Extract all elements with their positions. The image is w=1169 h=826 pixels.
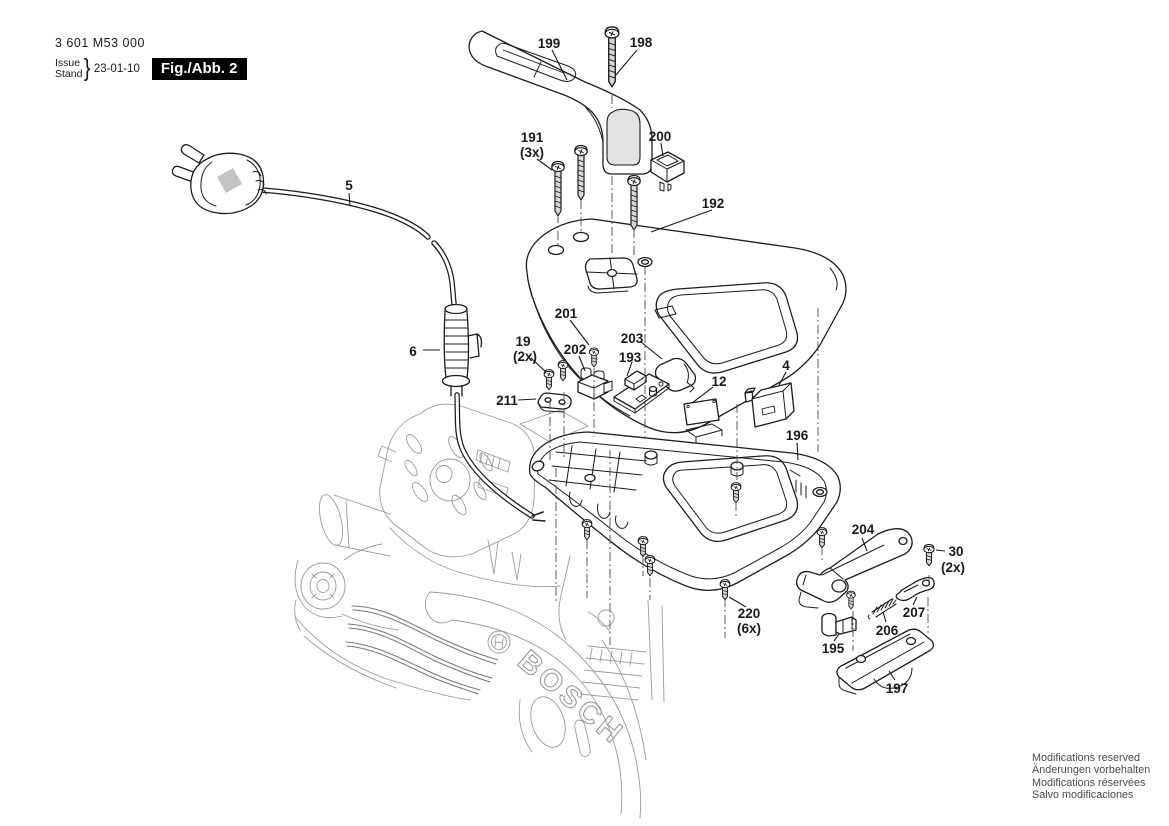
- part-label-204: 204: [852, 522, 875, 537]
- type-number: 3 601 M53 000: [55, 36, 145, 50]
- cord-grip: [441, 303, 546, 522]
- power-cord: [171, 144, 457, 307]
- issue-date: 23-01-10: [93, 62, 140, 75]
- part-label-195: 195: [822, 641, 845, 656]
- notice-line-de: Änderungen vorbehalten: [1032, 764, 1151, 777]
- part-label-191: 191: [521, 130, 544, 145]
- notice-line-en: Modifications reserved: [1032, 752, 1141, 764]
- screw-30: [923, 543, 935, 567]
- leader-lines: [348, 49, 946, 681]
- figure-badge: Fig./Abb. 2: [151, 57, 247, 80]
- top-cover: [525, 218, 847, 434]
- part-label-12: 12: [711, 374, 726, 389]
- catch-195: [821, 590, 857, 637]
- spring-206: [867, 598, 897, 620]
- part-label-200: 200: [649, 129, 672, 144]
- latch-lever-207: [895, 576, 935, 602]
- bosch-logo: BOSCH: [512, 644, 632, 752]
- part-label-198: 198: [630, 35, 653, 50]
- part-qty-191: (3x): [520, 145, 544, 160]
- part-label-6: 6: [409, 344, 417, 359]
- notice-line-fr: Modifications réservées: [1032, 776, 1146, 789]
- part-labels: 5 6 199 198 191 (3x) 200 192 201 19 (2x)…: [345, 35, 965, 696]
- screw-198: [604, 26, 620, 88]
- part-label-220: 220: [738, 606, 761, 621]
- part-label-5: 5: [345, 178, 353, 193]
- part-label-197: 197: [886, 681, 909, 696]
- notice-line-es: Salvo modificaciones: [1032, 789, 1134, 802]
- title-block: 3 601 M53 000 Issue Stand } 23-01-10 Fig…: [55, 36, 247, 83]
- part-label-196: 196: [786, 428, 809, 443]
- part-label-30: 30: [948, 544, 963, 559]
- stand-label: Stand: [55, 67, 83, 80]
- part-label-19: 19: [515, 334, 530, 349]
- part-qty-19: (2x): [513, 349, 537, 364]
- part-label-193: 193: [619, 350, 642, 365]
- part-label-202: 202: [564, 342, 587, 357]
- part-label-211: 211: [496, 393, 518, 408]
- lever-204: [795, 528, 913, 609]
- pcb-193: [613, 370, 670, 414]
- part-label-207: 207: [903, 605, 926, 620]
- part-label-199: 199: [538, 36, 561, 51]
- screws-19: [543, 360, 569, 391]
- brace-glyph: }: [84, 54, 91, 82]
- part-qty-30: (2x): [941, 560, 965, 575]
- part-label-192: 192: [702, 196, 725, 211]
- part-label-203: 203: [621, 331, 644, 346]
- plate-197: [836, 628, 935, 695]
- bottom-housing: [528, 423, 841, 591]
- modifications-notice: Modifications reserved Änderungen vorbeh…: [1032, 752, 1150, 802]
- switch: [650, 151, 685, 192]
- center-lines: [549, 95, 930, 651]
- clamp-bar-211: [537, 392, 572, 413]
- issue-label: Issue: [55, 56, 81, 69]
- part-label-201: 201: [555, 306, 578, 321]
- part-qty-220: (6x): [737, 621, 761, 636]
- part-label-4: 4: [782, 358, 790, 373]
- handle: [468, 30, 653, 175]
- part-label-206: 206: [876, 623, 899, 638]
- nameplate-12: [683, 398, 720, 426]
- module-4: [744, 382, 795, 428]
